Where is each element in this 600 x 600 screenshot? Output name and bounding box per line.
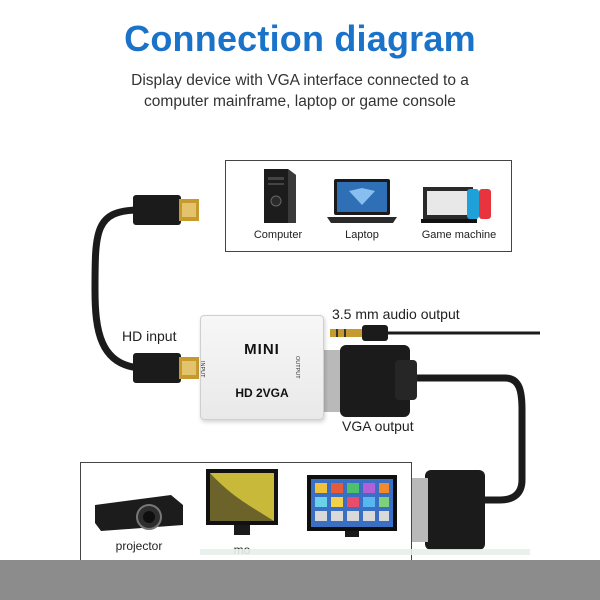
page-subtitle: Display device with VGA interface connec… [0,70,600,112]
hdmi-cable [91,206,144,372]
audio-output-label: 3.5 mm audio output [332,306,460,322]
hdmi-connector-bottom [133,353,199,383]
destination-label-projector: projector [115,539,163,553]
bottom-light-strip [200,549,530,555]
desktop-tower-icon [264,169,296,223]
destination-monitor: mo [197,467,287,557]
destination-tv [303,473,401,543]
tv-icon [307,475,397,537]
laptop-icon [327,179,397,223]
destination-devices-box: projector mo [80,462,412,564]
adapter-top-label: MINI [244,341,280,358]
source-laptop: Laptop [322,177,402,241]
source-devices-box: Computer Laptop Game machine [225,160,512,252]
page-title: Connection diagram [124,18,476,59]
source-label-computer: Computer [253,229,303,241]
audio-jack [330,325,388,341]
source-game-machine: Game machine [414,181,504,241]
vga-cable [411,374,526,504]
hdmi-connector-top [133,195,199,225]
projector-icon [95,495,183,531]
subtitle-line-1: Display device with VGA interface connec… [131,72,469,89]
bottom-gray-bar [0,560,600,600]
subtitle-line-2: computer mainframe, laptop or game conso… [144,93,456,110]
vga-output-label: VGA output [342,418,414,434]
hd-input-label: HD input [122,328,177,344]
adapter-output-side-label: OUTPUT [294,356,301,379]
adapter-bottom-label: HD 2VGA [235,386,289,400]
source-label-game-machine: Game machine [421,229,497,241]
destination-projector: projector [89,485,189,553]
monitor-icon [206,469,278,535]
vga-connector-bottom [412,470,485,550]
adapter-input-side-label: INPUT [199,361,205,378]
hd2vga-adapter: MINI HD 2VGA INPUT OUTPUT [199,315,324,420]
source-label-laptop: Laptop [345,229,379,241]
game-console-icon [421,187,491,223]
vga-connector-adapter-side [322,345,417,417]
source-computer: Computer [248,167,308,241]
